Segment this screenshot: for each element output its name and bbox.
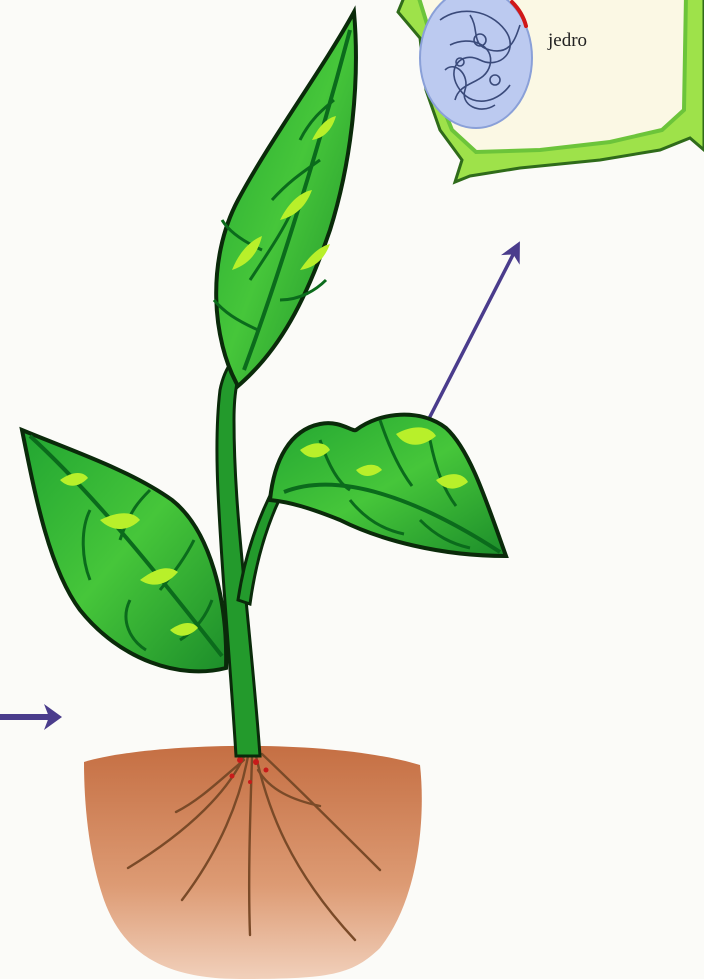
nucleus-label: jedro <box>547 30 587 51</box>
leaf-left <box>22 430 226 671</box>
arrow-to-cell-icon <box>418 245 518 440</box>
leaf-right <box>270 415 506 556</box>
leaf-top <box>214 12 356 386</box>
arrow-left-icon <box>0 704 62 730</box>
plant-cell: jedro <box>398 0 704 182</box>
